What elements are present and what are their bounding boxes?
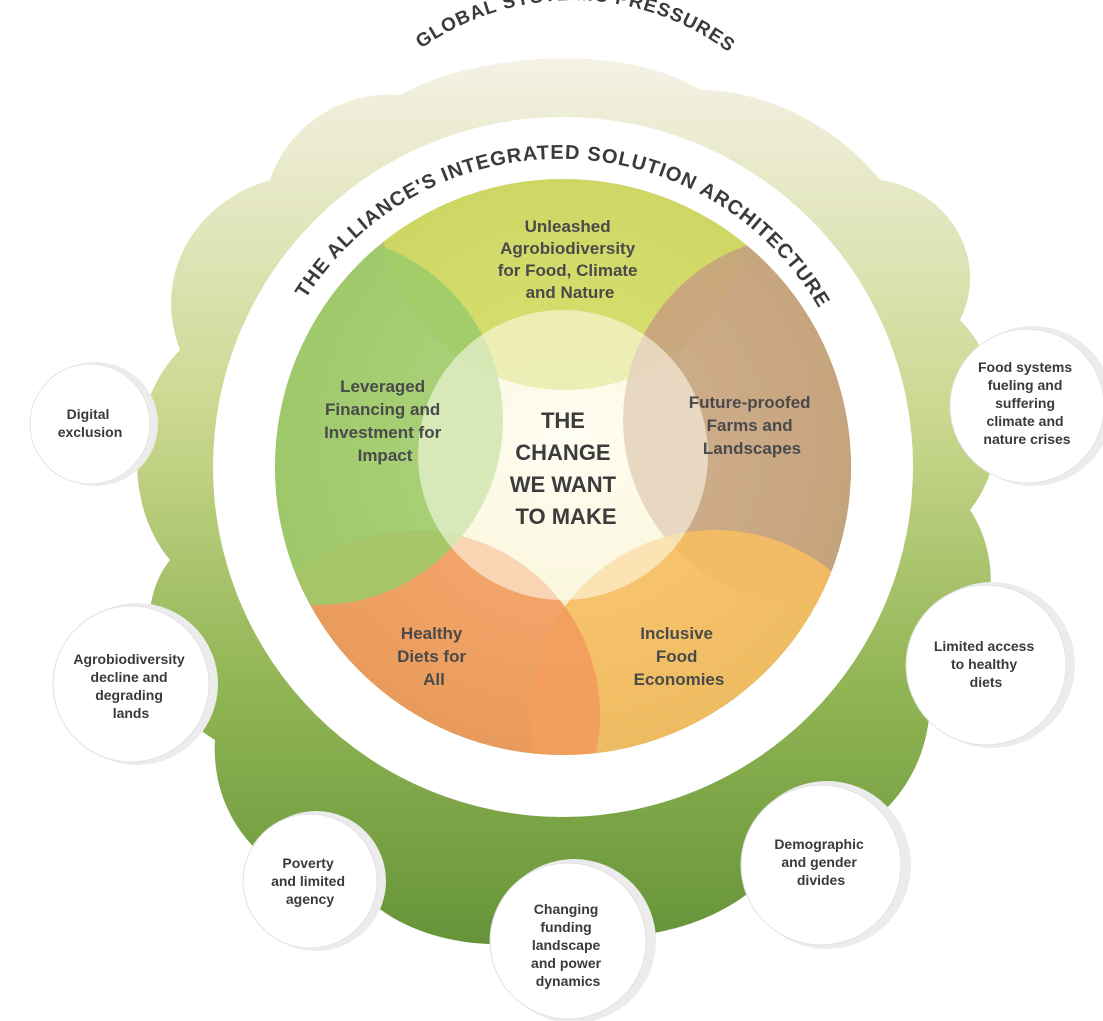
petal-bottom-right-label: Inclusive Food Economies (634, 624, 725, 689)
petal-top-label: Unleashed Agrobiodiversity for Food, Cli… (498, 217, 643, 302)
petal-right (623, 235, 851, 605)
pressure-poverty-label: Poverty and limited agency (271, 855, 349, 907)
pressure-demographic-label: Demographic and gender divides (774, 836, 867, 888)
center-glow (418, 310, 708, 600)
pressure-agro: Agrobiodiversity decline and degrading l… (52, 603, 218, 765)
petal-left-label: Leveraged Financing and Investment for I… (324, 377, 446, 465)
outer-title: GLOBAL SYSTEMIC PRESSURES (412, 0, 739, 57)
pressure-health: Limited access to healthy diets (905, 582, 1075, 748)
pressure-agro-label: Agrobiodiversity decline and degrading l… (73, 651, 188, 721)
pressure-funding-label: Changing funding landscape and power dyn… (531, 901, 605, 989)
petal-right-label: Future-proofed Farms and Landscapes (689, 393, 816, 458)
petal-left (275, 235, 503, 605)
pressure-health-label: Limited access to healthy diets (934, 638, 1038, 690)
center-label: THE CHANGE WE WANT TO MAKE (510, 408, 622, 529)
pressure-funding: Changing funding landscape and power dyn… (489, 859, 656, 1021)
petal-bottom-left-label: Healthy Diets for All (397, 624, 471, 689)
pressure-food-systems: Food systems fueling and suffering clima… (949, 326, 1103, 486)
pressure-demographic: Demographic and gender divides (740, 781, 911, 949)
pressure-digital-label: Digital exclusion (58, 406, 123, 440)
pressure-poverty: Poverty and limited agency (242, 811, 386, 951)
pressure-digital: Digital exclusion (29, 362, 158, 486)
petal-top (380, 179, 750, 390)
pressure-food-systems-label: Food systems fueling and suffering clima… (978, 359, 1076, 447)
